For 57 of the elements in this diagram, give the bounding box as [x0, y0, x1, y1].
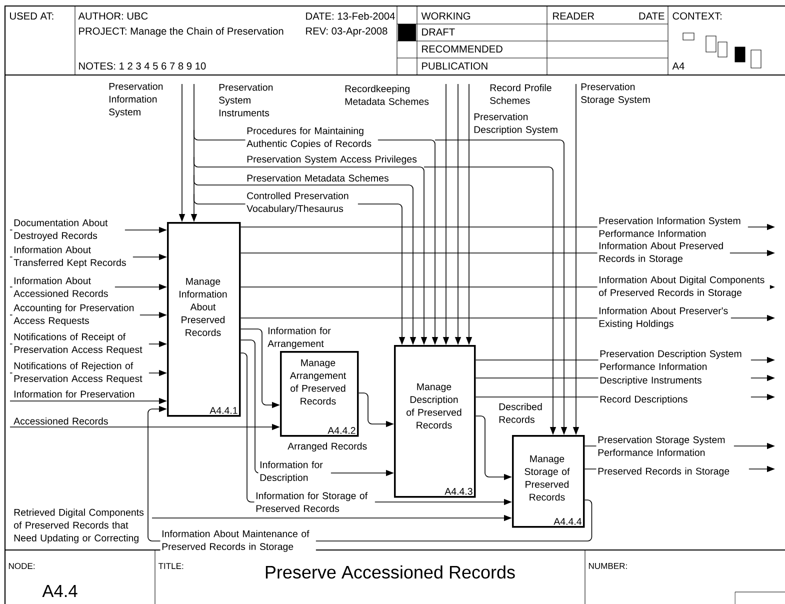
field-label: DATE: 13-Feb-2004 — [306, 12, 395, 20]
activity-box: Manage Storage of Preserved Records A4.4.4 — [512, 435, 585, 528]
edge-label: Information for Description — [258, 460, 331, 484]
edge-label: Record Profile Schemes — [490, 84, 552, 104]
field-label: READER — [553, 12, 594, 20]
edge-label: Information for Storage of Preserved Records — [254, 490, 375, 514]
edge-label: Record Descriptions — [598, 394, 751, 406]
edge-label: Accounting for Preservation Access Requests — [12, 302, 140, 328]
field-label: A4 — [672, 62, 684, 70]
edge-label: Information for Arrangement — [268, 327, 331, 349]
edge-label: Documentation About Destroyed Records — [12, 218, 125, 242]
edge-label: Preservation System Instruments — [219, 84, 273, 116]
edge-label: Information About Transferred Kept Records — [12, 244, 133, 270]
field-label: RECOMMENDED — [422, 45, 502, 53]
edge-label: Preservation Metadata Schemes — [247, 174, 389, 182]
edge-label: Preservation Information System Performance Information — [597, 216, 748, 238]
edge-label: Preserved Records in Storage — [596, 466, 749, 478]
edge-label: Preservation Information System — [109, 82, 163, 118]
field-label: USED AT: — [10, 12, 54, 20]
edge-label: Information About Preserved Records in Storage — [597, 240, 730, 266]
field-label: DATE — [639, 12, 664, 20]
edge-label: Notifications of Rejection of Preservation Access Request — [12, 360, 149, 386]
activity-box: Manage Arrangement of Preserved Records A4.4.2 — [280, 351, 359, 437]
activity-box: Manage Information About Preserved Records A4.4.1 — [167, 222, 241, 417]
edge-label: Retrieved Digital Components of Preserved Records that Need Updating or Correcting — [14, 508, 144, 544]
edge-label: Preservation Description System — [474, 113, 558, 135]
edge-label: Preservation Storage System Performance Information — [596, 434, 734, 458]
edge-label: Preservation System Access Privileges — [247, 155, 417, 165]
activity-box: Manage Description of Preserved Records A4.4.3 — [394, 345, 476, 498]
field-label: NOTES: 1 2 3 4 5 6 7 8 9 10 — [79, 62, 206, 70]
field-label: PUBLICATION — [422, 62, 488, 70]
field-label: A4.4 — [42, 585, 78, 597]
edge-label: Information About Preserver's Existing Holdings — [597, 306, 731, 330]
field-label: REV: 03-Apr-2008 — [306, 27, 388, 37]
edge-label: Preservation Storage System — [581, 83, 650, 105]
edge-label: Controlled Preservation Vocabulary/Thesaurus — [245, 190, 358, 216]
field-label: AUTHOR: UBC — [78, 12, 148, 20]
field-label: TITLE: — [158, 563, 184, 569]
edge-label: Information About Digital Components of Preserved Records in Storage — [597, 274, 770, 300]
field-label: NUMBER: — [588, 563, 627, 569]
field-label: WORKING — [421, 12, 470, 20]
field-label: DRAFT — [422, 28, 455, 36]
edge-label: Arranged Records — [288, 442, 367, 452]
edge-label: Described Records — [499, 403, 542, 423]
edge-label: Notifications of Receipt of Preservation Access Request — [12, 332, 149, 356]
field-label: CONTEXT: — [672, 12, 722, 20]
field-label: NODE: — [8, 562, 34, 570]
field-label: PROJECT: Manage the Chain of Preservation — [79, 27, 284, 37]
edge-label: Descriptive Instruments — [598, 375, 751, 387]
edge-label: Accessioned Records — [14, 417, 108, 425]
edge-label: Preservation Description System Performance Information — [598, 348, 751, 372]
edge-label: Recordkeeping Metadata Schemes — [345, 85, 429, 105]
edge-label: Information About Accessioned Records — [12, 276, 115, 298]
edge-label: Information for Preservation — [14, 390, 134, 398]
edge-label: Procedures for Maintaining Authentic Copies of Records — [245, 126, 378, 150]
diagram-title: Preserve Accessioned Records — [266, 565, 515, 579]
edge-label: Information About Maintenance of Preserved Records in Storage — [160, 528, 316, 554]
